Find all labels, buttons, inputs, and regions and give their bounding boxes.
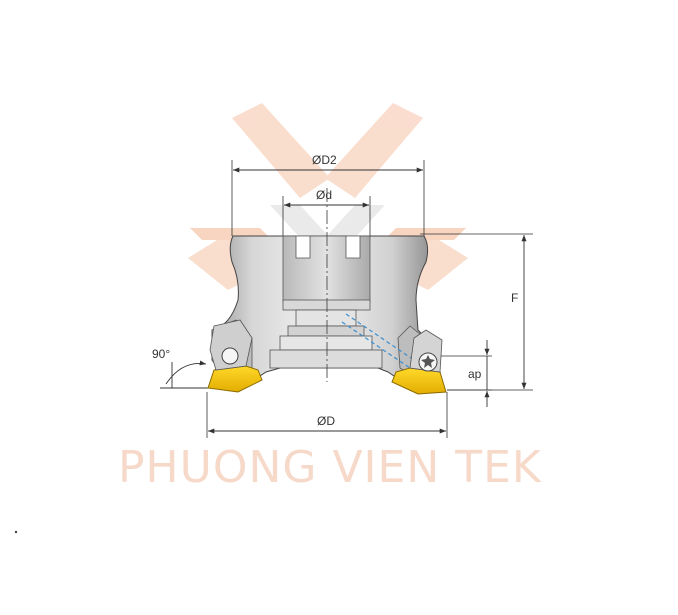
dim-ap-label: ap bbox=[468, 367, 482, 381]
angle-indicator bbox=[160, 360, 208, 389]
cutter-body bbox=[211, 235, 433, 381]
insert-right bbox=[391, 329, 447, 395]
torx-screw-icon bbox=[418, 352, 438, 372]
dim-d-label: Ød bbox=[316, 188, 332, 202]
watermark-text: PHUONG VIEN TEK bbox=[118, 442, 542, 493]
speck bbox=[14, 530, 18, 534]
dim-F-label: F bbox=[511, 291, 518, 305]
dim-D-label: ØD bbox=[317, 414, 335, 428]
dimension-lines bbox=[208, 167, 527, 434]
screw-icon-left bbox=[221, 347, 239, 365]
dim-d2-label: ØD2 bbox=[312, 153, 337, 167]
dimension-extension-lines bbox=[206, 160, 533, 438]
angle-label: 90° bbox=[152, 347, 170, 361]
insert-left bbox=[207, 319, 263, 393]
